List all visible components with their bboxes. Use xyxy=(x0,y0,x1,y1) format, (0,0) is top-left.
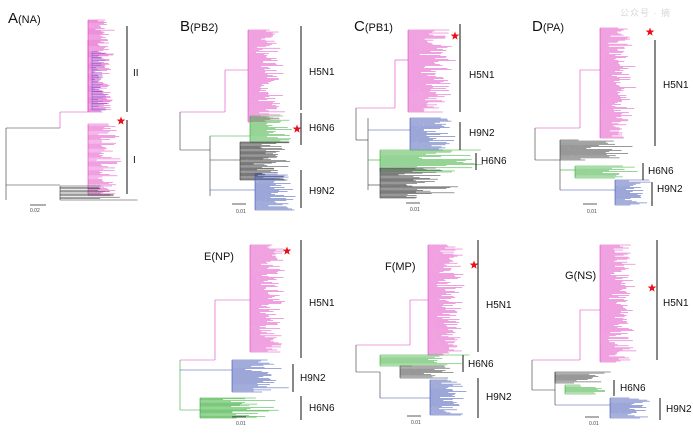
panel-g-title: G(NS) xyxy=(565,266,596,284)
panel-a-scale-label: 0.02 xyxy=(30,208,40,214)
panel-d-clade-h5n1: H5N1 xyxy=(663,80,689,91)
panel-b-title: B(PB2) xyxy=(180,18,218,36)
panel-g-gene: (NS) xyxy=(573,270,597,282)
panel-e-clade-h9n2: H9N2 xyxy=(300,373,326,384)
panel-f-letter: F xyxy=(385,261,392,273)
watermark: 公众号 · 摘 xyxy=(620,8,671,18)
g-star xyxy=(647,283,657,292)
panel-d-clade-h9n2: H9N2 xyxy=(657,184,683,195)
panel-d-clade-h6n6: H6N6 xyxy=(648,166,674,177)
panel-a-clade-ii: II xyxy=(133,68,139,79)
panel-f-title: F(MP) xyxy=(385,257,416,275)
panel-c-title: C(PB1) xyxy=(354,18,393,36)
panel-c-clade-h5n1: H5N1 xyxy=(469,70,495,81)
panel-c-gene: (PB1) xyxy=(364,22,393,34)
panel-e-title: E(NP) xyxy=(204,247,234,265)
panel-f-clade-h6n6: H6N6 xyxy=(468,359,494,370)
panel-f-scale-label: 0.01 xyxy=(411,420,421,426)
panel-f-clade-h5n1: H5N1 xyxy=(486,300,512,311)
panel-a-letter: A xyxy=(8,10,19,27)
c-star xyxy=(450,31,460,40)
panel-g-letter: G xyxy=(565,270,574,282)
panel-b-clade-h6n6: H6N6 xyxy=(309,123,335,134)
panel-e-clade-h6n6: H6N6 xyxy=(309,403,335,414)
panel-e-letter: E xyxy=(204,251,212,263)
panel-e-clade-h5n1: H5N1 xyxy=(309,298,335,309)
panel-b-clade-h5n1: H5N1 xyxy=(309,67,335,78)
b-star xyxy=(292,124,302,133)
panel-a-clade-i: I xyxy=(133,155,136,166)
panel-d-title: D(PA) xyxy=(532,18,564,36)
a-star xyxy=(116,116,126,125)
panel-c-clade-h9n2: H9N2 xyxy=(469,128,495,139)
panel-d-scale-label: 0.01 xyxy=(587,209,597,215)
panel-d-gene: (PA) xyxy=(542,22,565,34)
panel-a-gene: (NA) xyxy=(18,14,41,26)
panel-d-letter: D xyxy=(532,18,543,35)
panel-c-clade-h6n6: H6N6 xyxy=(481,156,507,167)
panel-g-clade-h5n1: H5N1 xyxy=(663,298,689,309)
panel-e-scale-label: 0.01 xyxy=(236,421,246,427)
e-star xyxy=(282,246,292,255)
panel-a-title: A(NA) xyxy=(8,10,41,28)
panel-e-gene: (NP) xyxy=(211,251,234,263)
panel-f-gene: (MP) xyxy=(391,261,416,273)
panel-g-clade-h9n2: H9N2 xyxy=(666,404,692,415)
panel-g-clade-h6n6: H6N6 xyxy=(620,383,646,394)
panel-g-scale-label: 0.01 xyxy=(589,421,599,427)
panel-c-letter: C xyxy=(354,18,365,35)
d-star xyxy=(645,27,655,36)
panel-b-gene: (PB2) xyxy=(190,22,219,34)
f-star xyxy=(469,260,479,269)
panel-b-letter: B xyxy=(180,18,191,35)
panel-b-clade-h9n2: H9N2 xyxy=(309,186,335,197)
panel-f-clade-h9n2: H9N2 xyxy=(486,392,512,403)
panel-b-scale-label: 0.01 xyxy=(236,209,246,215)
panel-c-scale-label: 0.01 xyxy=(410,207,420,213)
